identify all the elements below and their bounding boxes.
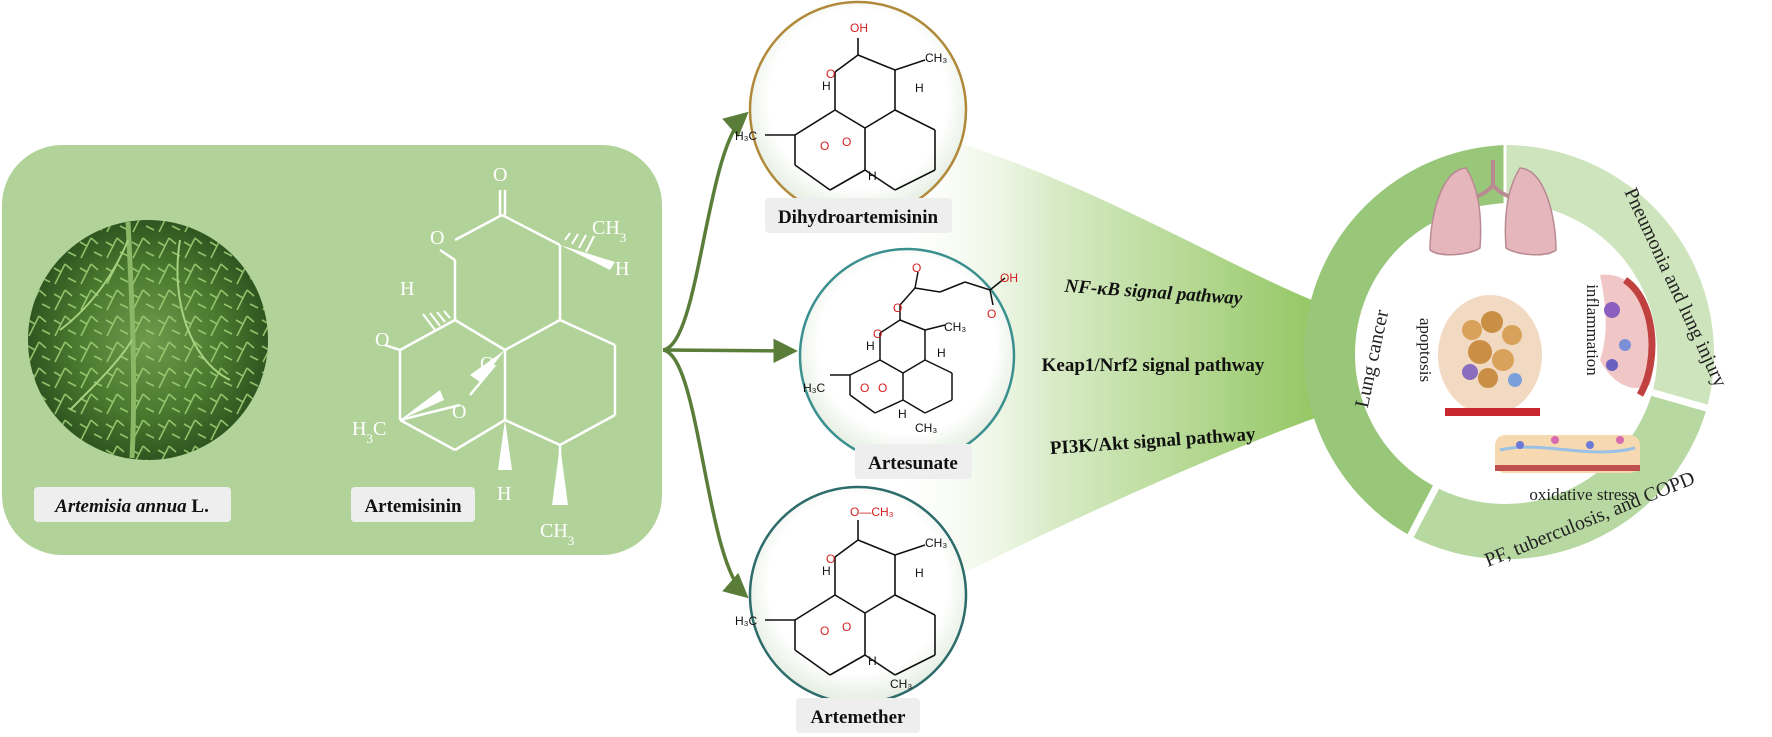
artesunate-ch3: CH₃ <box>944 320 966 334</box>
artemisinin-label: Artemisinin <box>364 496 462 517</box>
artesunate-carbonyl-o2: O <box>987 307 996 321</box>
artemether-peroxide-o1: O <box>820 624 829 638</box>
derivative-artesunate: O O O OH O O O CH₃ H₃C H H H CH₃ Artesun… <box>798 247 1018 479</box>
artesunate-oh: OH <box>1000 271 1018 285</box>
artemisinin-h3c-left: H3C <box>352 418 386 446</box>
arrow-to-artemether <box>662 348 749 599</box>
mechanism-oxidative-stress: oxidative stress <box>1529 485 1634 504</box>
dhart-ch3: CH₃ <box>925 51 947 65</box>
artemisinin-hash-bonds <box>422 232 595 331</box>
artemether-ch3-bottom: CH₃ <box>890 677 912 691</box>
artemether-methoxy: O—CH₃ <box>850 505 894 519</box>
dhart-oh: OH <box>850 21 868 35</box>
dhart-h3c: H₃C <box>735 129 758 143</box>
branch-arrows <box>662 111 798 599</box>
artesunate-h3c: H₃C <box>803 381 826 395</box>
dhart-h3: H <box>868 169 877 183</box>
artemisinin-h-bottom: H <box>497 483 511 505</box>
arrow-to-artesunate <box>662 338 798 364</box>
artemisinin-ch3-right: CH3 <box>592 217 626 245</box>
artemether-label-box <box>796 698 920 733</box>
arrow-to-dihydroartemisinin <box>662 111 749 352</box>
mechanism-apoptosis: apoptosis <box>1416 318 1435 382</box>
artemisinin-wedges <box>400 245 615 505</box>
artesunate-ring-o: O <box>873 327 882 341</box>
dhart-h1: H <box>822 79 831 93</box>
inflammation-illustration <box>1600 274 1656 397</box>
artemisinin-peroxide-o2: O <box>480 353 494 375</box>
artemether-peroxide-o2: O <box>842 620 851 634</box>
artesunate-carbonyl-o1: O <box>912 261 921 275</box>
artemisia-plant-image <box>28 220 268 460</box>
lungs-icon <box>1429 160 1557 256</box>
artesunate-h2: H <box>937 346 946 360</box>
derivative-artemether: O—CH₃ O O O CH₃ H₃C H H H CH₃ Artemether <box>735 485 968 733</box>
ring-gap-2 <box>1651 389 1708 412</box>
apoptosis-illustration <box>1438 295 1542 416</box>
pathway-funnel <box>900 140 1338 580</box>
artemisinin-h-left: H <box>400 278 414 300</box>
artemether-h3: H <box>868 654 877 668</box>
source-panel: Artemisia annua L. <box>2 145 662 555</box>
artemisinin-label-box <box>351 487 475 522</box>
artesunate-ester-o: O <box>893 301 902 315</box>
plant-label: Artemisia annua L. <box>54 496 209 517</box>
artemisinin-h-right: H <box>615 258 629 280</box>
mechanism-inflammation: inflammation <box>1583 284 1602 376</box>
ring-segment-pneumonia <box>1505 145 1715 409</box>
dhart-ring-o: O <box>826 67 835 81</box>
artemether-h1: H <box>822 564 831 578</box>
artemether-label: Artemether <box>811 707 907 728</box>
pathway-keap1-nrf2: Keap1/Nrf2 signal pathway <box>1042 355 1265 376</box>
artemisinin-ch3-bottom: CH3 <box>540 520 574 548</box>
oxidative-stress-illustration <box>1495 435 1640 473</box>
artemether-h2: H <box>915 566 924 580</box>
derivative-dihydroartemisinin: OH O O O CH₃ H₃C H H H CH₃ Dihydroartemi… <box>735 0 968 233</box>
ring-segment-pf-copd <box>1410 392 1707 560</box>
artemether-ch3: CH₃ <box>925 536 947 550</box>
plant-label-box <box>34 487 231 522</box>
artesunate-peroxide-o2: O <box>878 381 887 395</box>
artesunate-h3: H <box>898 407 907 421</box>
ring-segment-lung-cancer <box>1303 145 1505 536</box>
dhart-peroxide-o2: O <box>842 135 851 149</box>
dhart-h2: H <box>915 81 924 95</box>
artemisinin-structure <box>384 190 617 480</box>
dhart-label-box <box>765 198 952 233</box>
artemether-ring-o: O <box>826 552 835 566</box>
artesunate-label-box <box>855 444 972 479</box>
dhart-label: Dihydroartemisinin <box>778 207 939 228</box>
artesunate-label: Artesunate <box>868 453 958 474</box>
ring-gap-1 <box>1407 482 1441 538</box>
artemisinin-ring-o2: O <box>375 329 389 351</box>
artesunate-ch3-bottom: CH₃ <box>915 421 937 435</box>
dhart-peroxide-o1: O <box>820 139 829 153</box>
artesunate-h1: H <box>866 339 875 353</box>
artemisinin-carbonyl-o: O <box>493 164 507 186</box>
artesunate-peroxide-o1: O <box>860 381 869 395</box>
artemether-h3c: H₃C <box>735 614 758 628</box>
artemisinin-peroxide-o1: O <box>452 401 466 423</box>
artemisinin-ring-o: O <box>430 227 444 249</box>
